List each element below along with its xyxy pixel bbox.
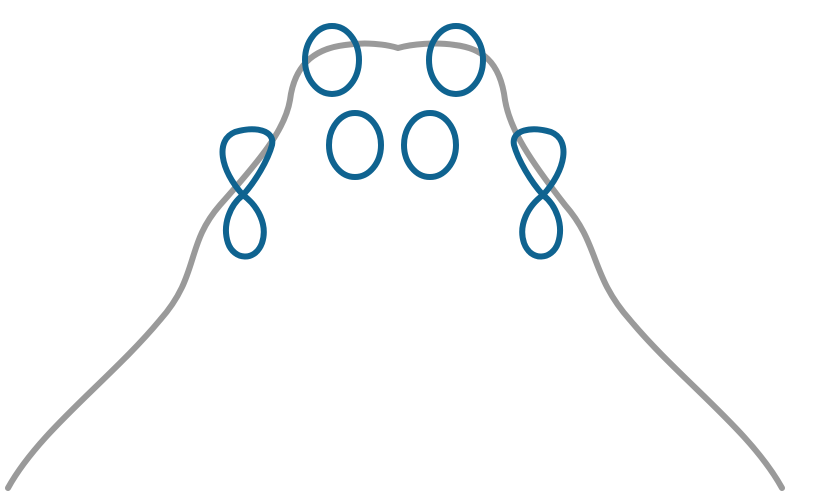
top-left-loop xyxy=(302,23,362,97)
left-figure-eight-lower-loop xyxy=(222,192,267,260)
middle-right-loop xyxy=(401,110,459,180)
right-figure-eight-lower-loop xyxy=(519,192,564,260)
silhouette-outline xyxy=(5,40,785,491)
top-right-loop xyxy=(426,23,486,97)
middle-left-loop xyxy=(326,110,384,180)
right-figure-eight-upper-loop xyxy=(510,126,567,198)
left-figure-eight-upper-loop xyxy=(219,126,276,198)
